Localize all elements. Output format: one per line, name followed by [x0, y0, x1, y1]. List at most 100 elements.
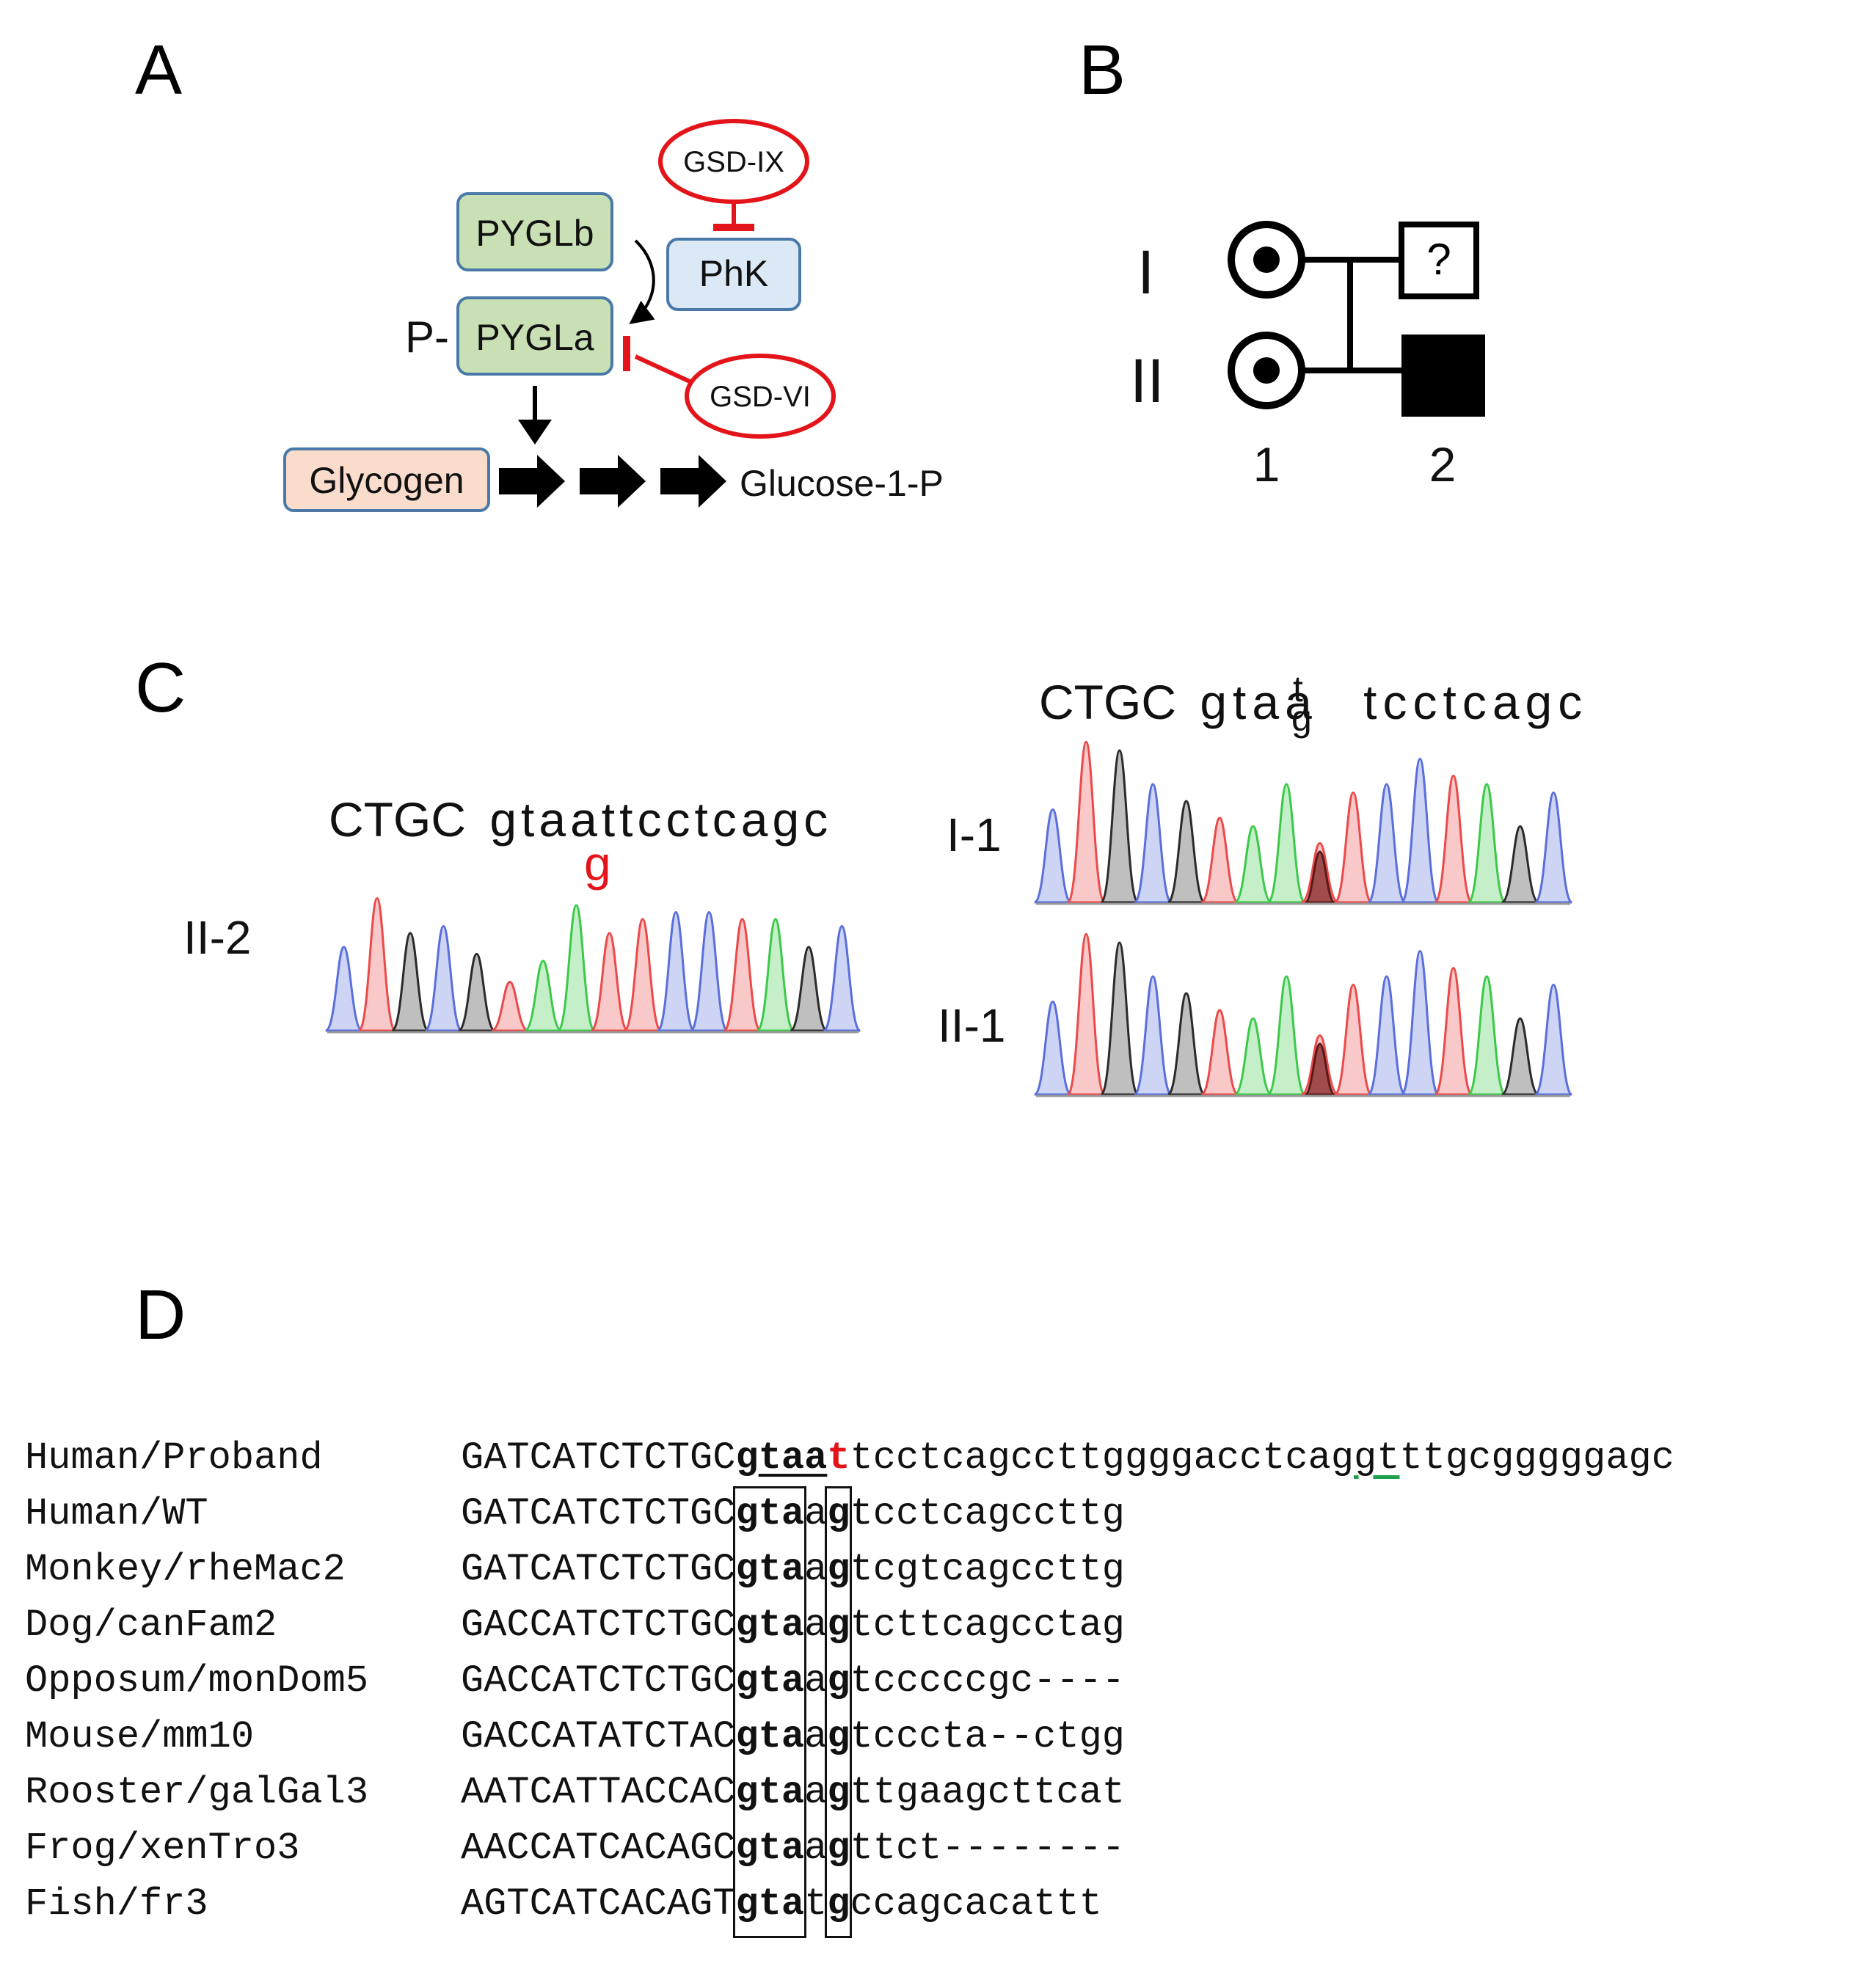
- gsd-vi-inhibition: [634, 354, 691, 384]
- trace-peak: [1367, 975, 1407, 1096]
- trace-peak: [756, 918, 795, 1032]
- conserved-g-base: g: [827, 1882, 850, 1926]
- exon-sequence: GACCATCTCTGC: [461, 1659, 736, 1703]
- species-name: Human/Proband: [25, 1436, 323, 1480]
- trace-peak: [1333, 791, 1373, 904]
- trace-peak: [1066, 740, 1106, 904]
- generation-label-ii: II: [1130, 346, 1164, 415]
- glucose-1-p-label: Glucose-1-P: [740, 463, 944, 504]
- heterozygous-peak: [1304, 1042, 1335, 1096]
- trace-peak: [1434, 966, 1473, 1096]
- trace-peak: [391, 932, 429, 1032]
- trace-peak: [1233, 1017, 1272, 1096]
- conserved-g-base: g: [827, 1771, 850, 1814]
- cryptic-donor-site: gt: [1354, 1436, 1400, 1480]
- trace-peak: [823, 924, 861, 1032]
- pedigree-i-1-carrier-female: [1228, 221, 1305, 299]
- splice-donor-motif: gta: [735, 1659, 805, 1703]
- exon-sequence: AGTCATCACAGT: [461, 1882, 736, 1926]
- pathway-diagram: GSD-IX PhK PYGLb PYGLa P- GSD-VI Glycoge…: [283, 119, 944, 512]
- trace-peak: [1200, 1009, 1239, 1096]
- pyglb-node: PYGLb: [456, 192, 613, 271]
- trace-peak: [1501, 825, 1539, 904]
- conserved-g-base: g: [827, 1492, 850, 1535]
- gsd-vi-node: GSD-VI: [685, 354, 836, 439]
- panel-label-c: C: [135, 648, 186, 727]
- trace-peak: [590, 932, 629, 1032]
- trace-peak: [1266, 975, 1306, 1096]
- pygla-down-arrow-head: [518, 420, 552, 445]
- intron-sequence: tcctcagccttggggacctcag: [850, 1436, 1355, 1480]
- intervening-base: a: [804, 1492, 828, 1535]
- intron-sequence: tcccccgc----: [850, 1659, 1125, 1703]
- trace-peak: [424, 924, 463, 1032]
- splice-donor-motif: gta: [735, 1827, 805, 1870]
- exon-sequence: GACCATATCTAC: [461, 1715, 736, 1758]
- trace-peak: [1333, 983, 1373, 1096]
- intervening-base: a: [804, 1771, 828, 1814]
- trace-peak: [1100, 941, 1140, 1096]
- species-name: Monkey/rheMac2: [25, 1548, 346, 1591]
- intron-sequence-tail: ttgcgggggagc: [1399, 1436, 1674, 1480]
- intron-sequence: ttct--------: [850, 1827, 1125, 1870]
- aligned-sequence: GATCATCTCTGCgtaagtcgtcagccttg: [461, 1542, 1125, 1598]
- trace-proband: [324, 896, 861, 1034]
- trace-peak: [1434, 774, 1473, 904]
- generation-label-i: I: [1137, 238, 1154, 307]
- species-name: Dog/canFam2: [25, 1604, 277, 1647]
- trace-peak: [623, 918, 663, 1032]
- gsd-vi-label: GSD-VI: [710, 381, 811, 413]
- trace-peak: [1066, 932, 1106, 1096]
- trace-ii-1: [1033, 932, 1573, 1097]
- splice-donor-motif: gta: [735, 1882, 805, 1926]
- proband-ref-seq: CTGC: [329, 792, 466, 847]
- conserved-g-base: g: [827, 1548, 850, 1591]
- exon-sequence: GATCATCTCTGC: [461, 1436, 736, 1480]
- trace-peak: [1467, 975, 1506, 1096]
- trace-peak: [790, 946, 828, 1032]
- carrier-intron-right: tcctcagc: [1363, 675, 1588, 729]
- gsd-ix-label: GSD-IX: [683, 146, 784, 178]
- block-arrow-3: [660, 455, 726, 508]
- trace-peak: [1400, 757, 1440, 904]
- intervening-base: a: [804, 1659, 828, 1703]
- aligned-sequence: GACCATATCTACgtaagtcccta--ctgg: [461, 1709, 1125, 1765]
- intervening-base: a: [804, 1715, 828, 1758]
- conserved-g-base: g: [827, 1715, 850, 1758]
- species-name: Opposum/monDom5: [25, 1659, 369, 1703]
- trace-peak: [656, 910, 696, 1032]
- splice-donor-motif-underlined: taa: [758, 1436, 828, 1480]
- block-arrow-1: [499, 455, 565, 508]
- phk-label: PhK: [699, 253, 769, 294]
- conserved-g-base: g: [827, 1659, 850, 1703]
- splice-donor-motif: gta: [735, 1715, 805, 1758]
- intervening-base: a: [804, 1827, 828, 1870]
- pyglb-label: PYGLb: [475, 213, 594, 254]
- trace-peak: [524, 960, 562, 1032]
- splice-donor-motif: gta: [735, 1604, 805, 1647]
- trace-peak: [357, 896, 397, 1032]
- trace-peak: [557, 904, 596, 1032]
- splice-donor-motif: gta: [735, 1548, 805, 1591]
- gsd-ix-node: GSD-IX: [658, 119, 809, 204]
- trace-peak: [1167, 992, 1206, 1096]
- trace-peak: [1534, 791, 1573, 904]
- block-arrow-2: [580, 455, 646, 508]
- splice-donor-motif: g: [735, 1436, 759, 1480]
- trace-peak: [1233, 825, 1272, 904]
- intron-sequence: tcctcagccttg: [850, 1492, 1125, 1535]
- intervening-base: a: [804, 1548, 828, 1591]
- aligned-sequence: GACCATCTCTGCgtaagtcttcagcctag: [461, 1598, 1125, 1653]
- conserved-gta-box: [733, 1486, 807, 1938]
- intron-sequence: tcgtcagccttg: [850, 1548, 1125, 1591]
- carrier-ref-seq: CTGC: [1039, 675, 1176, 729]
- conserved-g-base: g: [827, 1827, 850, 1870]
- carrier-label-i-1: I-1: [947, 808, 1002, 861]
- carrier-bottom-base: g: [1291, 698, 1312, 739]
- trace-peak: [1133, 783, 1173, 904]
- trace-peak: [491, 980, 529, 1032]
- trace-peak: [1100, 749, 1140, 904]
- trace-peak: [723, 918, 762, 1032]
- individual-number-2: 2: [1429, 437, 1457, 491]
- panel-label-b: B: [1079, 31, 1126, 109]
